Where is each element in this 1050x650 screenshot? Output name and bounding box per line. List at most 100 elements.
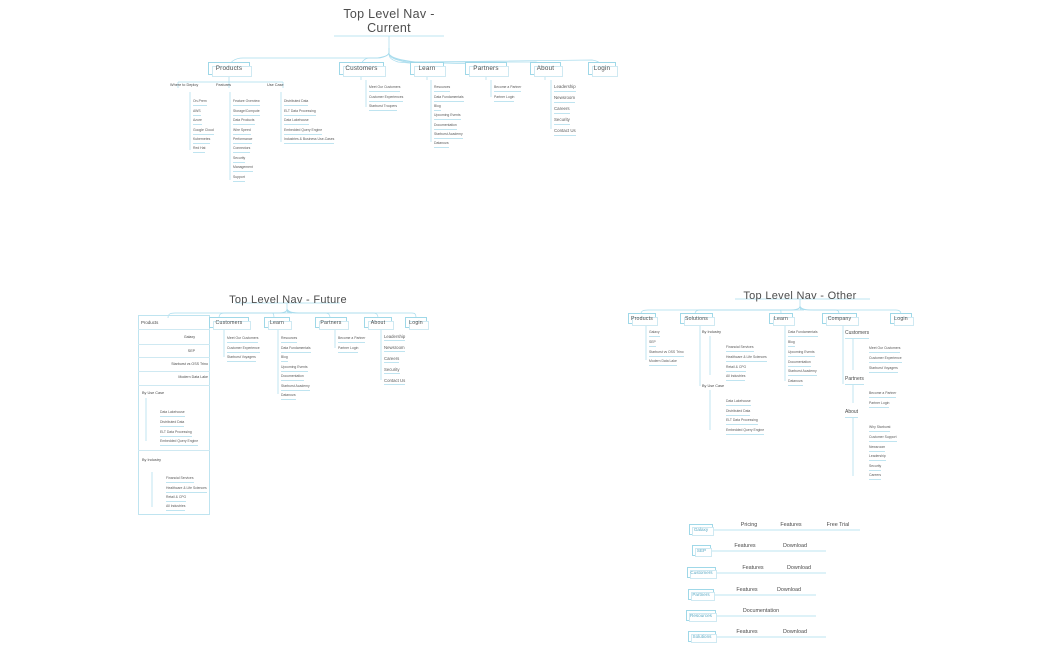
leaf-item[interactable]: Retail & CPG (726, 365, 747, 372)
matrix-link[interactable]: Features (780, 522, 802, 528)
leaf-item[interactable]: Starburst vs OSS Trino (649, 350, 684, 357)
node-login-current[interactable]: Login (588, 62, 618, 77)
leaf-item[interactable]: Google Cloud (193, 128, 214, 135)
leaf-item[interactable]: Resources (434, 85, 451, 92)
leaf-item[interactable]: Leadership (384, 334, 406, 342)
leaf-item[interactable]: Azure (193, 118, 202, 125)
node-company-other[interactable]: Company (822, 313, 859, 326)
leaf-item[interactable]: SEP (187, 349, 195, 353)
leaf-item[interactable]: SEP (649, 340, 656, 347)
leaf-item[interactable]: Starburst Academy (434, 132, 463, 139)
node-login-future[interactable]: Login (405, 317, 429, 330)
leaf-item[interactable]: Data Fundamentals (434, 95, 464, 102)
leaf-item[interactable]: Starburst Troopers (369, 104, 398, 111)
leaf-item[interactable]: Become a Partner (494, 85, 522, 92)
leaf-item[interactable]: All Industries (726, 374, 746, 381)
leaf-item[interactable]: Careers (384, 356, 400, 364)
matrix-pill-sep[interactable]: SEP (692, 545, 712, 557)
leaf-item[interactable]: Distributed Data (160, 420, 185, 427)
leaf-item[interactable]: Blog (281, 355, 288, 362)
leaf-item[interactable]: Support (233, 175, 245, 182)
leaf-item[interactable]: Contact Us (384, 378, 406, 386)
leaf-item[interactable]: Security (869, 464, 882, 471)
node-customers-future[interactable]: Customers (209, 317, 251, 330)
leaf-item[interactable]: Newsroom (554, 95, 575, 103)
leaf-item[interactable]: Embedded Query Engine (284, 128, 323, 135)
leaf-item[interactable]: Documentation (434, 123, 457, 130)
leaf-item[interactable]: Meet Our Customers (869, 346, 901, 353)
node-about-future[interactable]: About (364, 317, 394, 330)
node-login-other[interactable]: Login (890, 313, 914, 326)
leaf-item[interactable]: Meet Our Customers (227, 336, 259, 343)
leaf-item[interactable]: Galaxy (183, 335, 195, 339)
leaf-item[interactable]: Partner Login (869, 401, 890, 408)
leaf-item[interactable]: Connectors (233, 146, 251, 153)
node-partners-current[interactable]: Partners (465, 62, 509, 77)
leaf-item[interactable]: Distributed Data (726, 409, 751, 416)
node-partners-future[interactable]: Partners (315, 317, 349, 330)
leaf-item[interactable]: Data Products (233, 118, 255, 125)
leaf-item[interactable]: AWS (193, 109, 201, 116)
node-products-other[interactable]: Products (628, 313, 658, 326)
leaf-item[interactable]: Customer Experiences (369, 95, 404, 102)
leaf-item[interactable]: Starburst Academy (788, 369, 817, 376)
leaf-item[interactable]: Customer Support (869, 435, 897, 442)
leaf-item[interactable]: Partner Login (338, 346, 359, 353)
leaf-item[interactable]: Documentation (281, 374, 304, 381)
matrix-pill-galaxy[interactable]: Galaxy (689, 524, 714, 536)
matrix-link[interactable]: Download (787, 565, 811, 571)
leaf-item[interactable]: Data Fundamentals (788, 330, 818, 337)
leaf-item[interactable]: Red Hat (193, 146, 206, 153)
leaf-item[interactable]: Upcoming Events (434, 113, 461, 120)
leaf-item[interactable]: Financial Services (726, 345, 754, 352)
leaf-item[interactable]: Data Fundamentals (281, 346, 311, 353)
node-learn-other[interactable]: Learn (769, 313, 795, 326)
leaf-item[interactable]: Meet Our Customers (369, 85, 401, 92)
leaf-item[interactable]: Datanova (788, 379, 803, 386)
node-products-current[interactable]: Products (208, 62, 252, 77)
leaf-item[interactable]: Security (233, 156, 246, 163)
leaf-item[interactable]: Retail & CPG (166, 495, 187, 502)
leaf-item[interactable]: On-Prem (193, 99, 207, 106)
matrix-link[interactable]: Pricing (740, 522, 758, 528)
matrix-link[interactable]: Documentation (742, 608, 780, 614)
leaf-item[interactable]: Customer Experience (227, 346, 260, 353)
node-customers-current[interactable]: Customers (339, 62, 386, 77)
leaf-item[interactable]: Datanova (281, 393, 296, 400)
leaf-item[interactable]: ELT Data Processing (284, 109, 316, 116)
leaf-item[interactable]: Data Lakehouse (284, 118, 309, 125)
node-about-current[interactable]: About (530, 62, 563, 77)
leaf-item[interactable]: Customer Experience (869, 356, 902, 363)
leaf-item[interactable]: Documentation (788, 360, 811, 367)
matrix-link[interactable]: Features (734, 543, 756, 549)
leaf-item[interactable]: Why Starburst (869, 425, 891, 432)
leaf-item[interactable]: Storage/Compute (233, 109, 260, 116)
leaf-item[interactable]: Performance (233, 137, 253, 144)
leaf-item[interactable]: Partner Login (494, 95, 515, 102)
leaf-item[interactable]: Embedded Query Engine (726, 428, 765, 435)
matrix-link[interactable]: Features (736, 587, 758, 593)
leaf-item[interactable]: Modern Data Lake (649, 359, 677, 366)
leaf-item[interactable]: Security (554, 117, 570, 125)
leaf-item[interactable]: Upcoming Events (788, 350, 815, 357)
matrix-link[interactable]: Features (742, 565, 764, 571)
leaf-item[interactable]: Careers (869, 473, 882, 480)
leaf-item[interactable]: Upcoming Events (281, 365, 308, 372)
matrix-link[interactable]: Download (783, 543, 807, 549)
leaf-item[interactable]: ELT Data Processing (160, 430, 192, 437)
leaf-item[interactable]: All Industries (166, 504, 186, 511)
leaf-item[interactable]: Leadership (554, 84, 576, 92)
leaf-item[interactable]: Management (233, 165, 253, 172)
leaf-item[interactable]: Feature Overview (233, 99, 260, 106)
leaf-item[interactable]: Financial Services (166, 476, 194, 483)
leaf-item[interactable]: Blog (434, 104, 441, 111)
leaf-item[interactable]: Galaxy (649, 330, 660, 337)
leaf-item[interactable]: Healthcare & Life Sciences (726, 355, 767, 362)
matrix-pill-solutions[interactable]: Solutions (688, 631, 717, 643)
leaf-item[interactable]: Embedded Query Engine (160, 439, 199, 446)
matrix-pill-resources[interactable]: Resources (686, 610, 717, 622)
leaf-item[interactable]: Contact Us (554, 128, 576, 136)
matrix-link[interactable]: Features (736, 629, 758, 635)
leaf-item[interactable]: Careers (554, 106, 570, 114)
node-solutions-other[interactable]: Solutions (680, 313, 715, 326)
